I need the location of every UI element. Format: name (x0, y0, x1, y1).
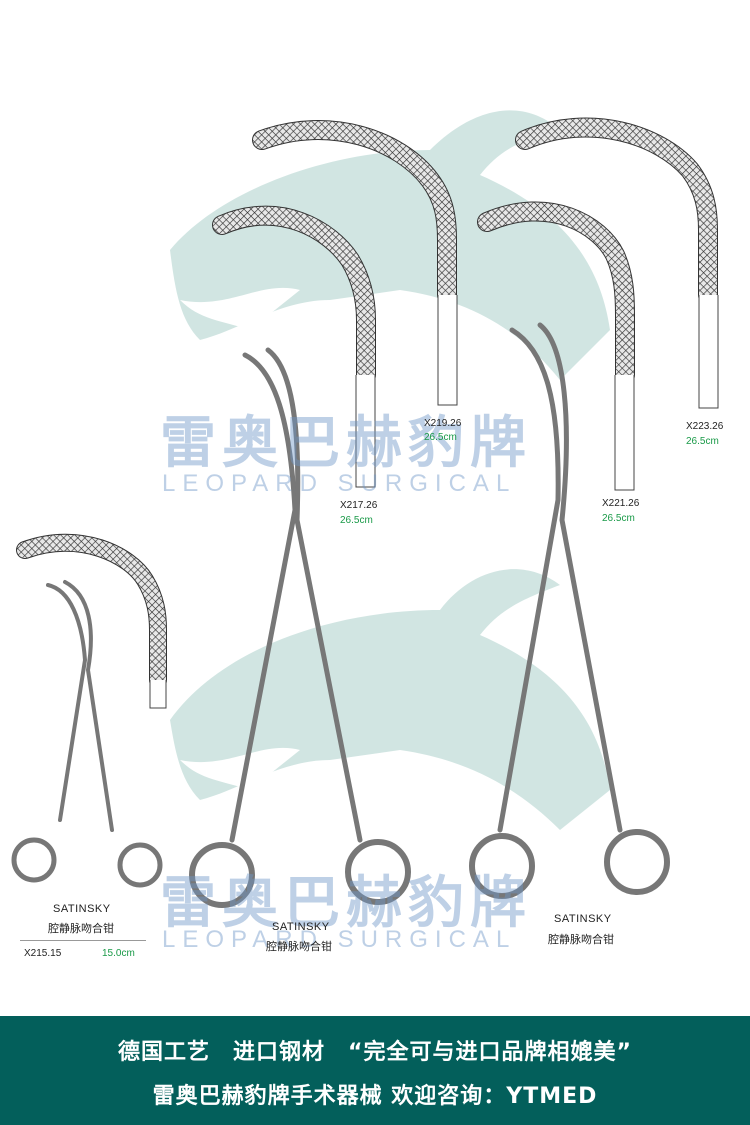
banner-slogan: 德国工艺 进口钢材 “完全可与进口品牌相媲美” (118, 1040, 632, 1065)
forceps-x221 (469, 322, 670, 899)
product-length: 15.0cm (102, 948, 135, 959)
instrument-name: SATINSKY (53, 903, 111, 915)
instrument-name-cn: 腔静脉吻合钳 (548, 934, 614, 946)
product-length: 26.5cm (602, 513, 635, 524)
product-code: X215.15 (24, 948, 62, 959)
banner-contact: 雷奥巴赫豹牌手术器械 欢迎咨询：YTMED (152, 1084, 598, 1109)
product-code: X221.26 (602, 498, 640, 509)
watermark-brand-cn: 雷奥巴赫豹牌 (160, 411, 532, 476)
instrument-name-cn: 腔静脉吻合钳 (48, 923, 114, 935)
forceps-small (11, 580, 163, 888)
instrument-name: SATINSKY (554, 913, 612, 925)
watermark-brand-en: LEOPARD SURGICAL (162, 470, 517, 497)
watermark-brand-en: LEOPARD SURGICAL (162, 926, 517, 953)
instrument-name-cn: 腔静脉吻合钳 (266, 941, 332, 953)
jaw-profile-x221 (477, 201, 635, 491)
jaw-profile-x215 (16, 533, 167, 709)
product-illustration (11, 110, 719, 908)
product-code: X217.26 (340, 500, 378, 511)
watermark-brand-cn: 雷奥巴赫豹牌 (160, 871, 532, 936)
product-code: X219.26 (424, 418, 462, 429)
jaw-profile-x217 (212, 205, 376, 488)
forceps-x217 (189, 347, 411, 908)
leopard-watermark-top (170, 110, 610, 381)
jaw-profile-x223 (515, 117, 719, 409)
product-length: 26.5cm (686, 436, 719, 447)
product-length: 26.5cm (424, 432, 457, 443)
product-code: X223.26 (686, 421, 724, 432)
promo-banner: 德国工艺 进口钢材 “完全可与进口品牌相媲美” 雷奥巴赫豹牌手术器械 欢迎咨询：… (0, 1016, 750, 1125)
divider (20, 940, 146, 941)
jaw-profile-x219 (252, 120, 458, 406)
product-length: 26.5cm (340, 515, 373, 526)
leopard-watermark-bottom (170, 569, 610, 830)
instrument-name: SATINSKY (272, 921, 330, 933)
